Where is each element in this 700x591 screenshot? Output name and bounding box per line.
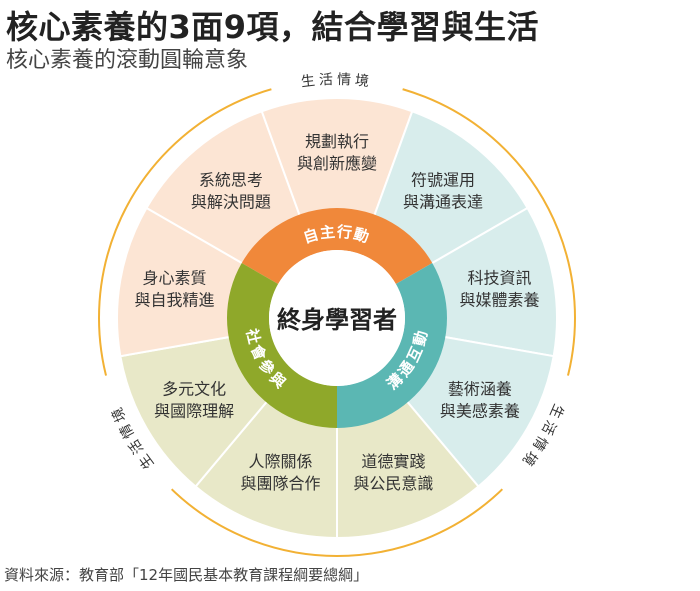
competency-label: 規劃執行 [305, 132, 369, 151]
competency-label: 與公民意識 [353, 474, 433, 493]
center-circle [269, 250, 405, 386]
competency-label: 與溝通表達 [403, 193, 483, 212]
competency-label: 與美感素養 [440, 402, 520, 421]
competency-label: 符號運用 [411, 171, 475, 190]
competency-label: 藝術涵養 [448, 380, 512, 399]
dimension-segment [241, 208, 433, 284]
page-title: 核心素養的3面9項，結合學習與生活 [6, 8, 540, 46]
ring-gap [103, 374, 174, 492]
dimension-segment [337, 263, 447, 428]
competency-label: 多元文化 [162, 380, 226, 399]
competency-label: 與創新應變 [297, 154, 377, 173]
competency-label: 與國際理解 [154, 402, 234, 421]
competency-label: 與媒體素養 [459, 290, 539, 309]
center-label: 終身學習者 [277, 306, 397, 334]
competency-label: 與解決問題 [191, 193, 271, 212]
ring-gap [270, 77, 404, 93]
competency-label: 道德實踐 [361, 452, 425, 471]
context-label: 生活情境 [300, 72, 374, 91]
competency-label: 與自我精進 [134, 290, 214, 309]
competency-label: 科技資訊 [467, 268, 531, 287]
competency-label: 與團隊合作 [241, 474, 321, 493]
dimension-segment [226, 263, 337, 428]
ring-gap [500, 374, 571, 492]
source-note: 資料來源：教育部「12年國民基本教育課程綱要總綱」 [4, 566, 369, 584]
competency-label: 人際關係 [249, 452, 313, 471]
competency-label: 系統思考 [199, 171, 263, 190]
competency-label: 身心素質 [142, 268, 206, 287]
page-subtitle: 核心素養的滾動圓輪意象 [6, 48, 249, 73]
